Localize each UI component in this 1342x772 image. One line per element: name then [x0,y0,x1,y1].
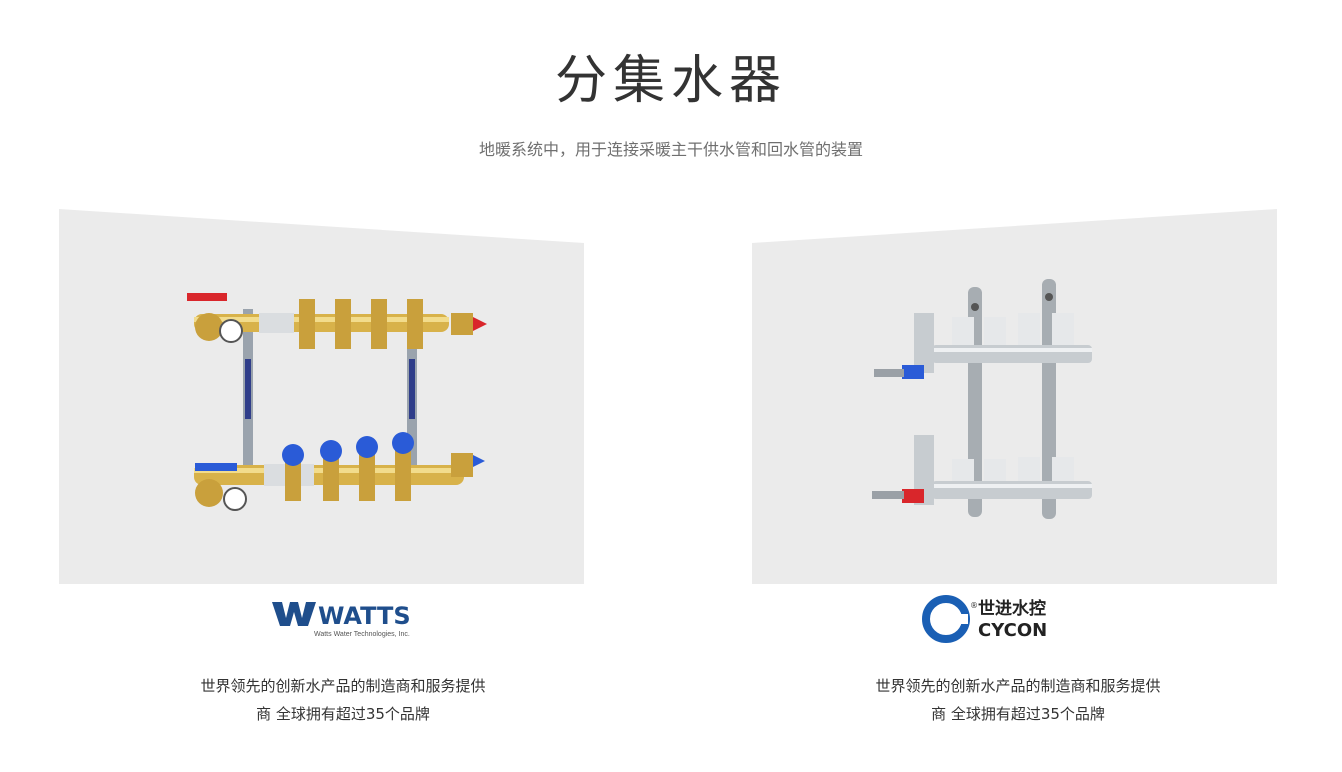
description-line: 商 全球拥有超过35个品牌 [256,705,430,723]
product-panel-cycon [752,209,1277,584]
brand-description-cycon: 世界领先的创新水产品的制造商和服务提供 商 全球拥有超过35个品牌 [808,672,1228,728]
description-line: 世界领先的创新水产品的制造商和服务提供 [875,677,1161,695]
svg-text:CYCON: CYCON [978,620,1047,641]
svg-text:Watts Water Technologies, Inc.: Watts Water Technologies, Inc. [314,631,410,638]
watts-logo: WATTS Watts Water Technologies, Inc. [272,602,411,638]
cycon-logo: ® 世进水控 CYCON [922,595,1047,643]
brand-description-watts: 世界领先的创新水产品的制造商和服务提供 商 全球拥有超过35个品牌 [133,672,553,728]
description-line: 商 全球拥有超过35个品牌 [931,705,1105,723]
description-line: 世界领先的创新水产品的制造商和服务提供 [200,677,486,695]
svg-text:WATTS: WATTS [318,602,411,630]
product-panel-watts [59,209,584,584]
page-subtitle: 地暖系统中，用于连接采暖主干供水管和回水管的装置 [478,140,863,159]
brass-manifold-icon [187,293,487,511]
steel-manifold-icon [872,279,1092,519]
svg-text:世进水控: 世进水控 [978,598,1046,619]
page-title: 分集水器 [554,51,787,111]
svg-text:®: ® [970,601,978,610]
